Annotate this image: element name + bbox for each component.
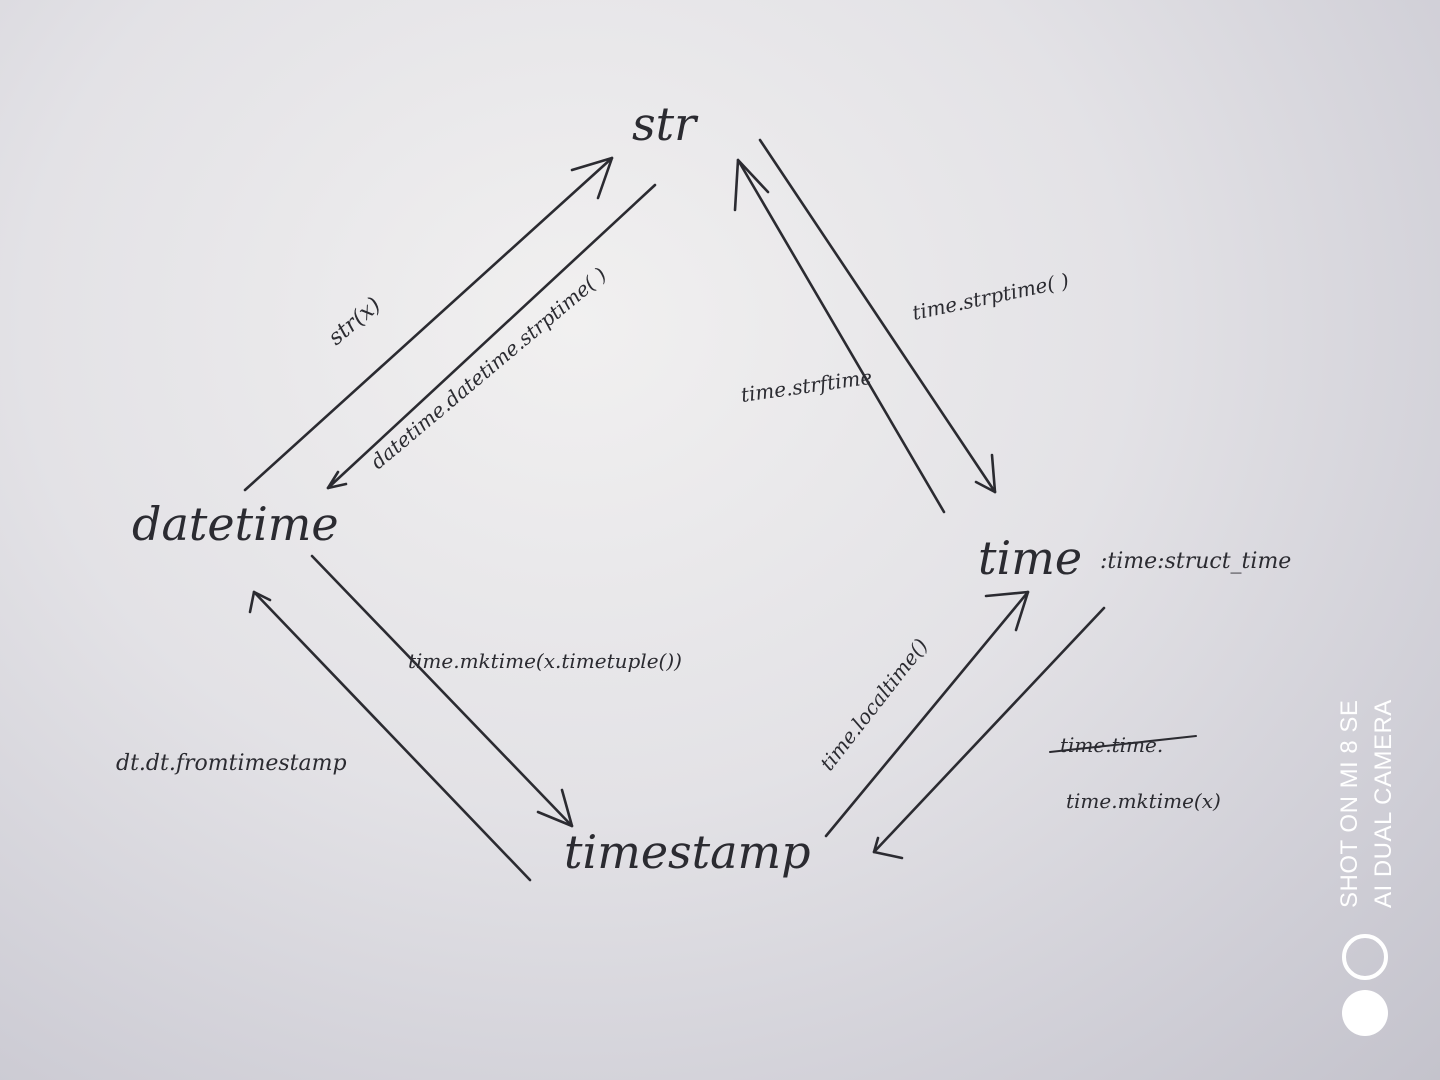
arrow-timestamp-to-time (824, 590, 1030, 838)
node-time: time (978, 531, 1082, 585)
arrow-time-to-timestamp (872, 606, 1106, 860)
arrow-datetime-to-timestamp (310, 554, 574, 828)
label-time-to-timestamp: time.mktime(x) (1066, 789, 1221, 813)
node-time-type: :time:struct_time (1100, 549, 1291, 574)
camera-dot-icon (1342, 990, 1388, 1036)
node-timestamp: timestamp (564, 825, 811, 879)
label-time-to-str: time.strftime (739, 365, 873, 407)
node-datetime: datetime (132, 497, 339, 551)
camera-watermark: SHOT ON MI 8 SE AI DUAL CAMERA (1336, 686, 1400, 916)
label-datetime-to-str: str(x) (324, 293, 386, 351)
label-str-to-time: time.strptime( ) (910, 268, 1071, 325)
arrow-datetime-to-str (243, 156, 614, 492)
camera-icons (1340, 932, 1390, 1042)
camera-ring-icon (1342, 934, 1388, 980)
label-datetime-to-timestamp: time.mktime(x.timetuple()) (408, 649, 682, 673)
arrow-str-to-datetime (326, 183, 657, 490)
node-str: str (632, 97, 699, 151)
watermark-line-2: AI DUAL CAMERA (1370, 699, 1397, 908)
arrow-timestamp-to-datetime (248, 590, 532, 882)
arrow-str-to-time (758, 138, 997, 494)
label-str-to-datetime: datetime.datetime.strptime( ) (366, 262, 611, 473)
strikethrough-line (1049, 735, 1197, 753)
label-timestamp-to-datetime: dt.dt.fromtimestamp (116, 751, 347, 776)
label-timestamp-to-time: time.localtime() (815, 634, 933, 775)
watermark-line-1: SHOT ON MI 8 SE (1336, 699, 1363, 908)
arrow-time-to-str (733, 158, 946, 514)
